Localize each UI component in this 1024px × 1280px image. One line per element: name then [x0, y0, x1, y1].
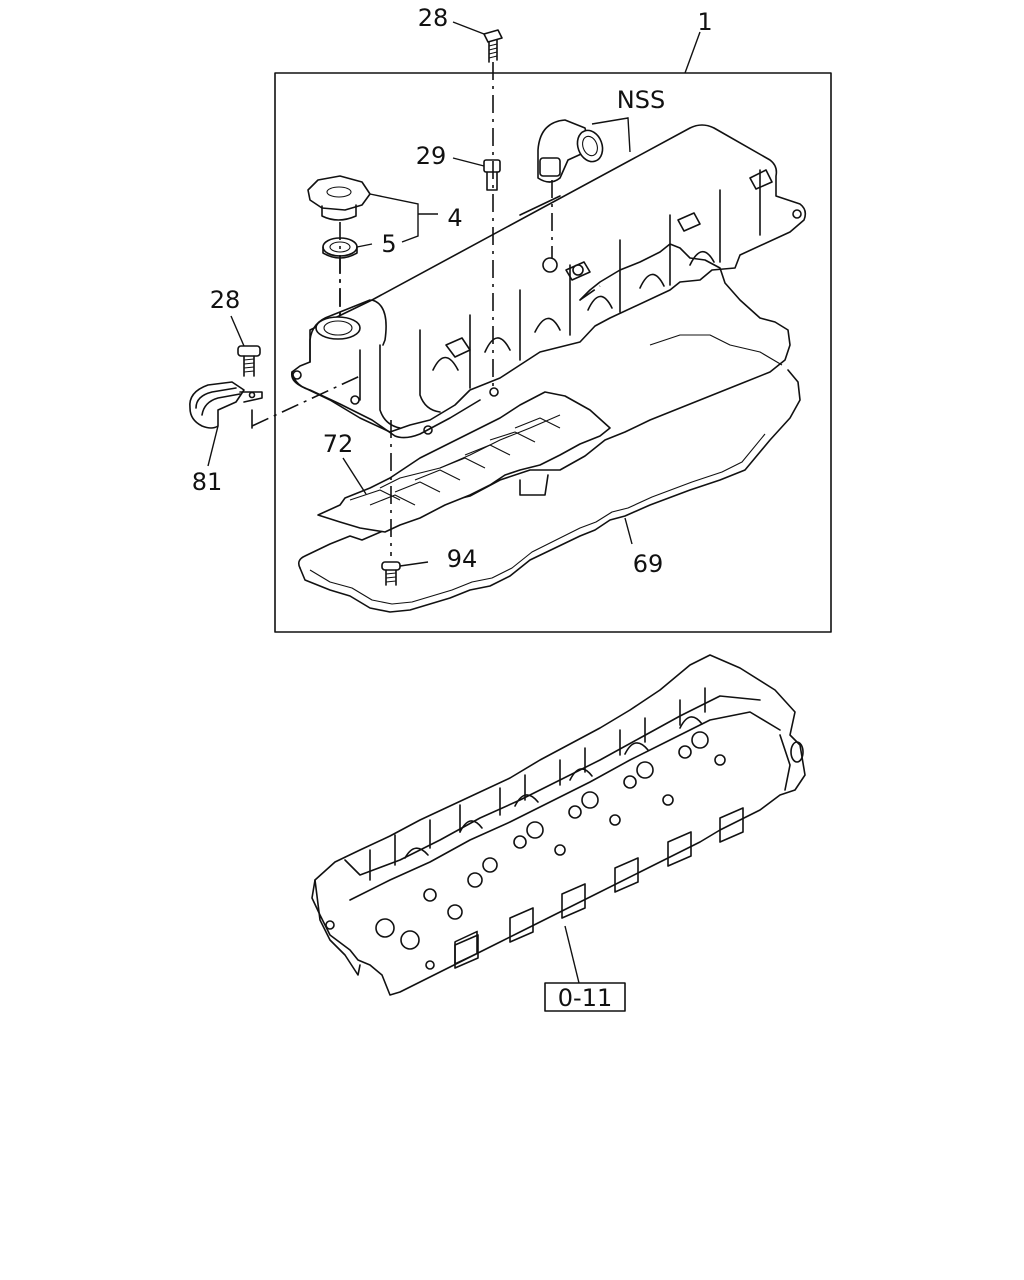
breather-elbow [537, 119, 604, 183]
callout-1: 1 [697, 8, 712, 36]
oil-filler-cap [307, 175, 371, 221]
stud-29 [483, 159, 501, 191]
cover-gasket [298, 243, 801, 613]
callout-72: 72 [323, 430, 354, 458]
callout-69: 69 [633, 550, 664, 578]
valve-cover [290, 124, 807, 439]
assembly-frame [274, 72, 832, 633]
bolt-28-top [483, 29, 503, 63]
callout-28-top: 28 [418, 4, 449, 32]
bolt-94 [381, 561, 401, 586]
reference-box [544, 982, 626, 1012]
bolt-28-left [237, 345, 261, 377]
axis-line-clip [251, 375, 361, 427]
callout-28-left: 28 [210, 286, 241, 314]
axis-line-nss-rear [579, 285, 601, 301]
harness-clip [189, 381, 263, 429]
leader-lines [207, 21, 701, 984]
reference-label: 0-11 [558, 984, 612, 1012]
cylinder-head [311, 654, 806, 996]
callout-81: 81 [192, 468, 223, 496]
callout-5: 5 [381, 230, 396, 258]
callout-4: 4 [447, 204, 462, 232]
callout-94: 94 [447, 545, 478, 573]
callout-29: 29 [416, 142, 447, 170]
callout-nss: NSS [617, 86, 665, 114]
